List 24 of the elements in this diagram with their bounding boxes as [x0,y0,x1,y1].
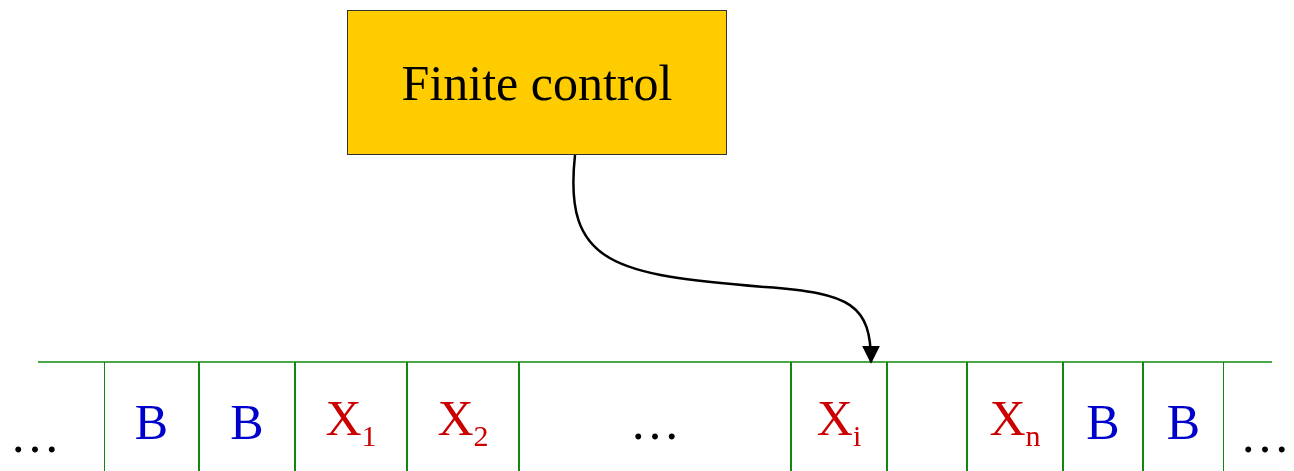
tape-cell [104,362,199,471]
tape-symbol: B [1166,396,1201,447]
tape-cell [967,362,1063,471]
tape-symbol: B [1086,396,1120,447]
ellipsis: … [10,410,60,460]
tape-cell [1143,362,1224,471]
tape-symbol: X$_{n}$ [989,392,1041,451]
empty-tape-cell [887,362,967,471]
tape-cell [295,362,407,471]
tape-symbol: X$_{2}$ [437,392,489,451]
tape-cell [791,362,887,471]
tape-cell [199,362,295,471]
tape-symbol: B [134,396,169,447]
control-box [347,10,727,155]
tape-cell [1063,362,1143,471]
box-label: Finite control [401,53,673,112]
ellipsis: … [1240,410,1290,460]
arrow [572,154,880,364]
tape-symbol: … [630,396,680,447]
tape-cell [407,362,519,471]
tape-symbol: X$_{i}$ [816,392,862,451]
tape-symbol: B [230,396,264,447]
tape-symbol: X$_{1}$ [325,392,377,451]
tape-cell [519,362,791,471]
